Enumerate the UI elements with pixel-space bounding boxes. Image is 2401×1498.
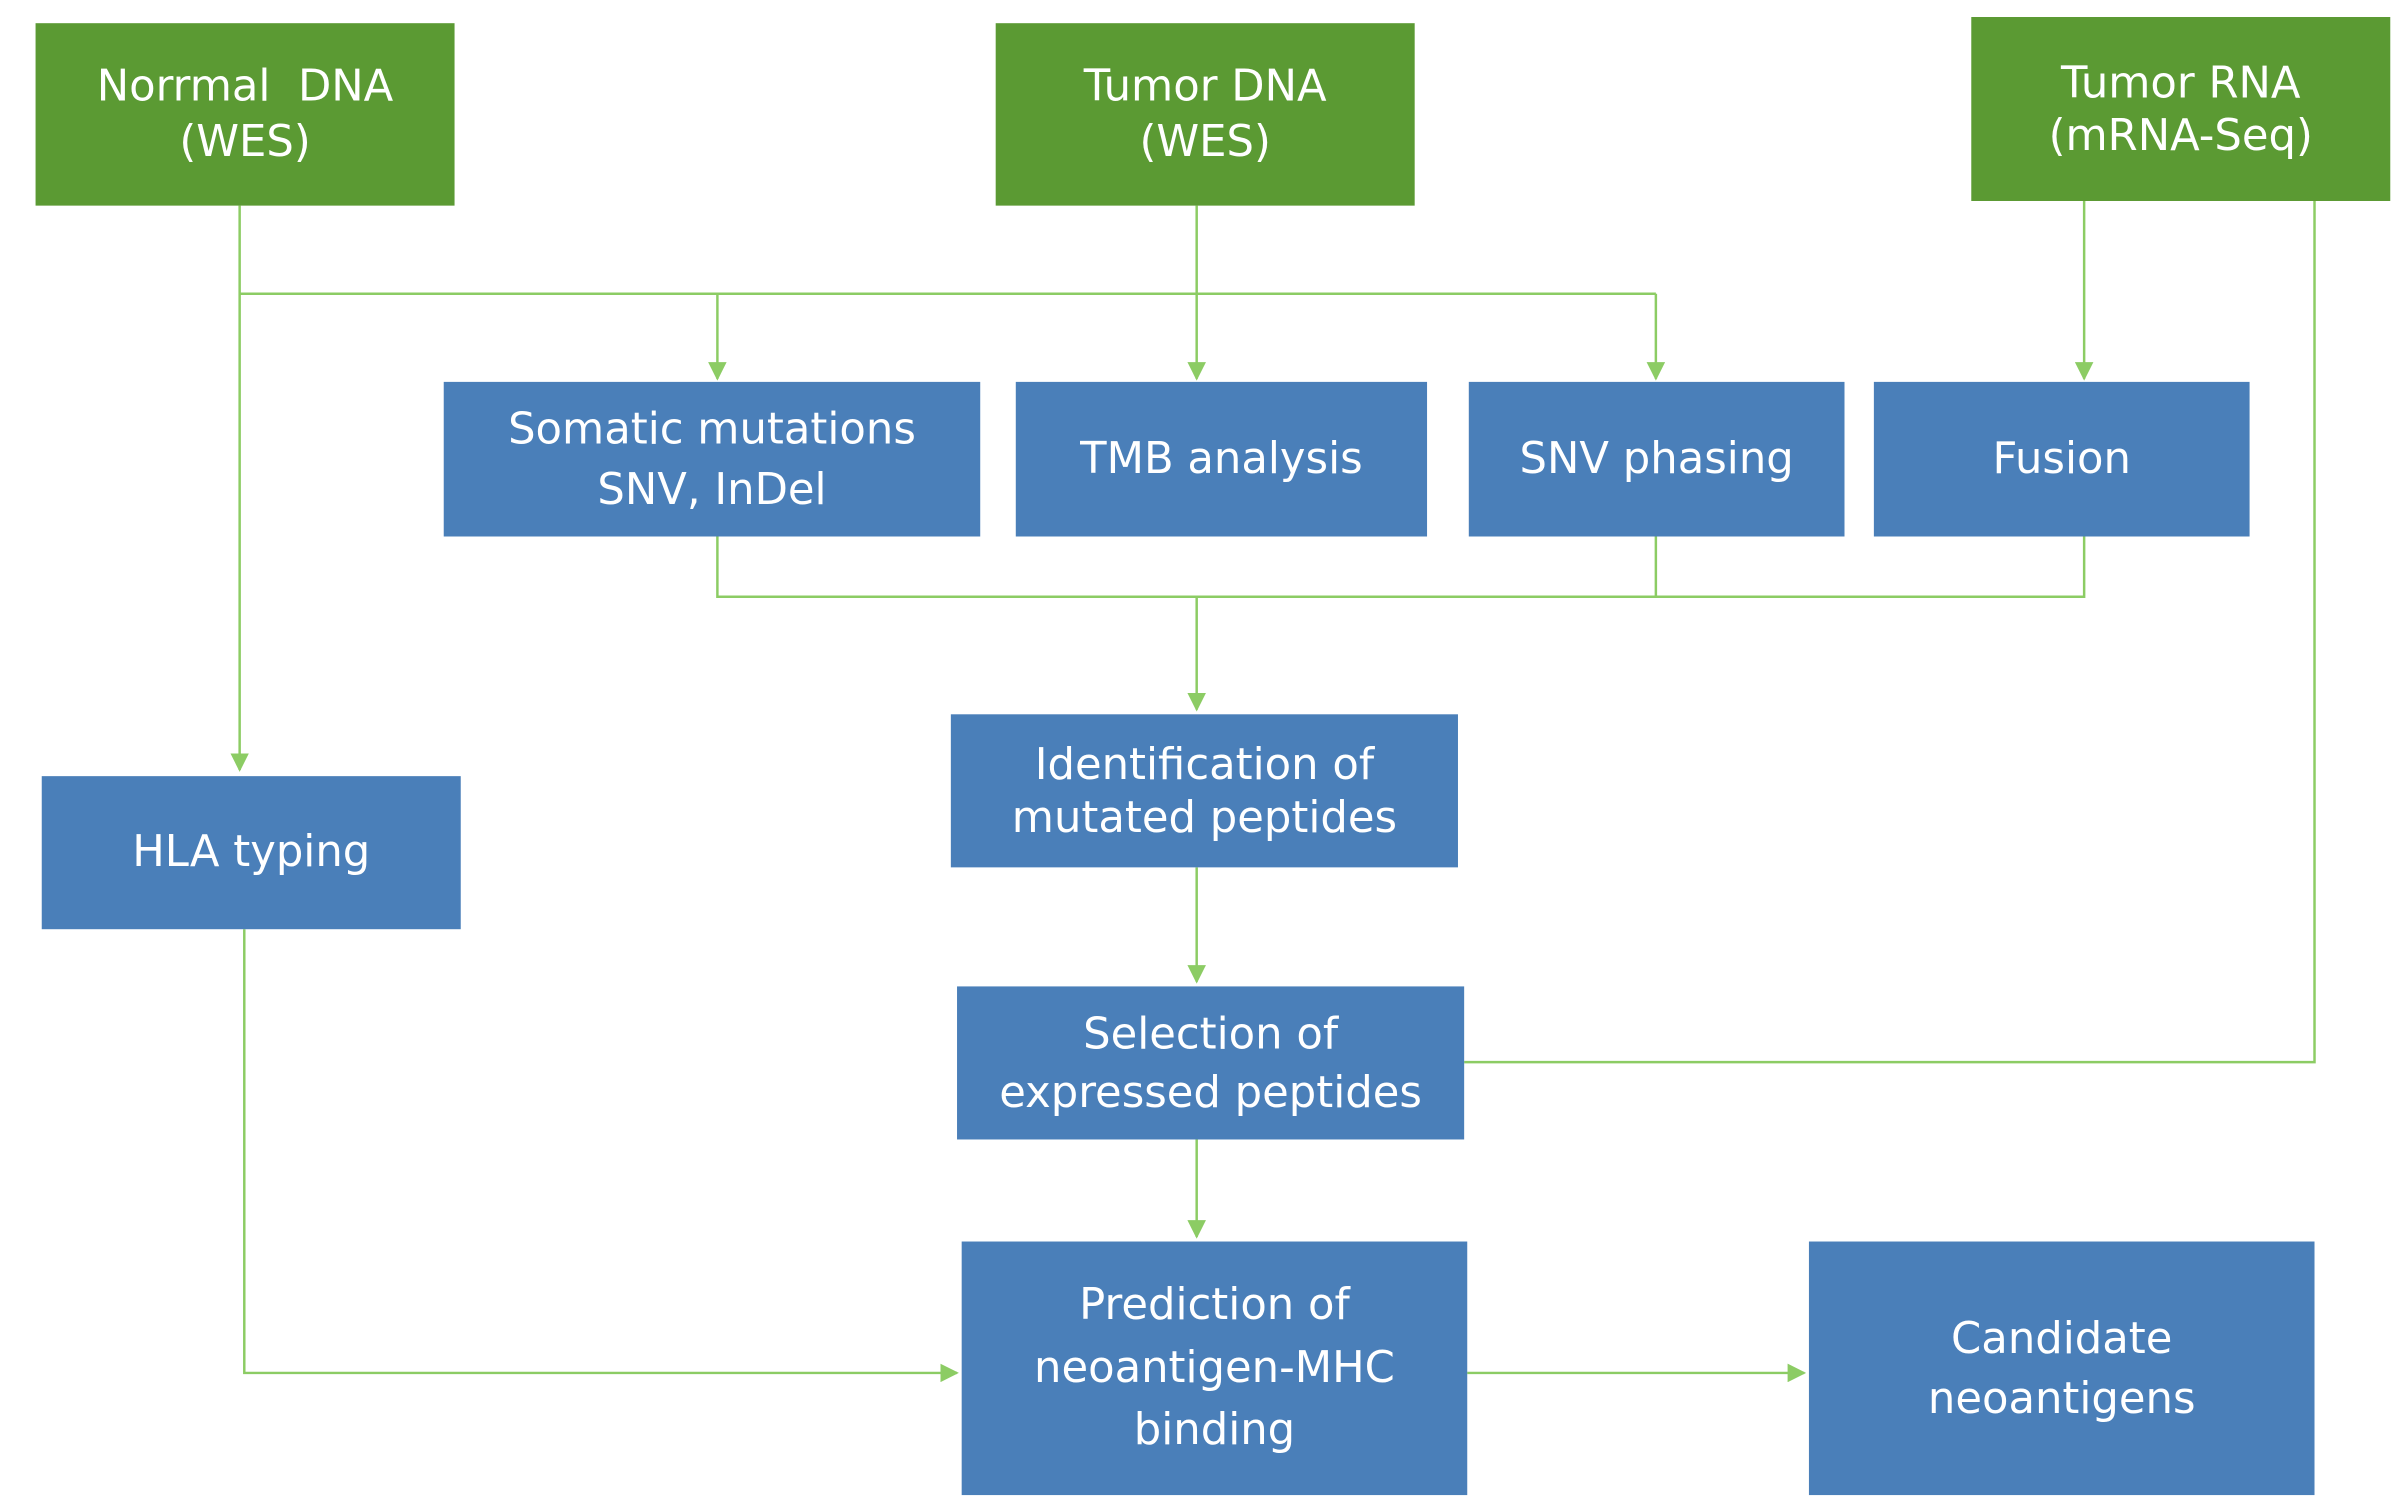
edge-collection-bus bbox=[716, 536, 2086, 599]
tumor-rna-node: Tumor RNA (mRNA-Seq) bbox=[1971, 17, 2391, 201]
node-line: expressed peptides bbox=[999, 1066, 1422, 1118]
node-line: Norrmal DNA bbox=[96, 59, 394, 111]
node-line: TMB analysis bbox=[1080, 432, 1363, 484]
node-line: HLA typing bbox=[132, 826, 371, 878]
candidate-node: Candidate neoantigens bbox=[1808, 1241, 2315, 1496]
hla-typing-node: HLA typing bbox=[41, 776, 461, 930]
node-line: mutated peptides bbox=[1011, 790, 1398, 842]
node-line: Tumor DNA bbox=[1083, 59, 1327, 111]
node-line: binding bbox=[1133, 1404, 1296, 1456]
node-line: SNV phasing bbox=[1519, 432, 1794, 484]
node-line: Candidate bbox=[1951, 1312, 2173, 1364]
fusion-node: Fusion bbox=[1873, 381, 2250, 537]
node-line: Prediction of bbox=[1079, 1278, 1350, 1330]
selection-node: Selection of expressed peptides bbox=[957, 986, 1465, 1140]
node-line: (WES) bbox=[179, 115, 311, 167]
identification-node: Identification of mutated peptides bbox=[950, 714, 1458, 868]
node-line: neoantigen-MHC bbox=[1034, 1341, 1395, 1393]
node-line: Selection of bbox=[1083, 1007, 1339, 1059]
tmb-analysis-node: TMB analysis bbox=[1015, 381, 1428, 537]
node-line: (WES) bbox=[1139, 115, 1271, 167]
node-line: Identification of bbox=[1034, 738, 1375, 790]
node-line: Fusion bbox=[1992, 432, 2131, 484]
normal-dna-node: Norrmal DNA (WES) bbox=[35, 23, 455, 206]
somatic-mutations-node: Somatic mutations SNV, InDel bbox=[443, 381, 981, 537]
node-line: Tumor RNA bbox=[2060, 57, 2301, 109]
tumor-dna-node: Tumor DNA (WES) bbox=[995, 23, 1415, 206]
node-line: (mRNA-Seq) bbox=[2048, 110, 2313, 162]
snv-phasing-node: SNV phasing bbox=[1468, 381, 1845, 537]
prediction-node: Prediction of neoantigen-MHC binding bbox=[961, 1241, 1468, 1496]
node-line: SNV, InDel bbox=[597, 463, 827, 515]
node-line: Somatic mutations bbox=[508, 403, 916, 455]
edge-tumor-rna-to-selection bbox=[1464, 200, 2316, 1064]
edge-hla-typing-to-prediction bbox=[243, 929, 959, 1383]
node-line: neoantigens bbox=[1927, 1372, 2196, 1424]
